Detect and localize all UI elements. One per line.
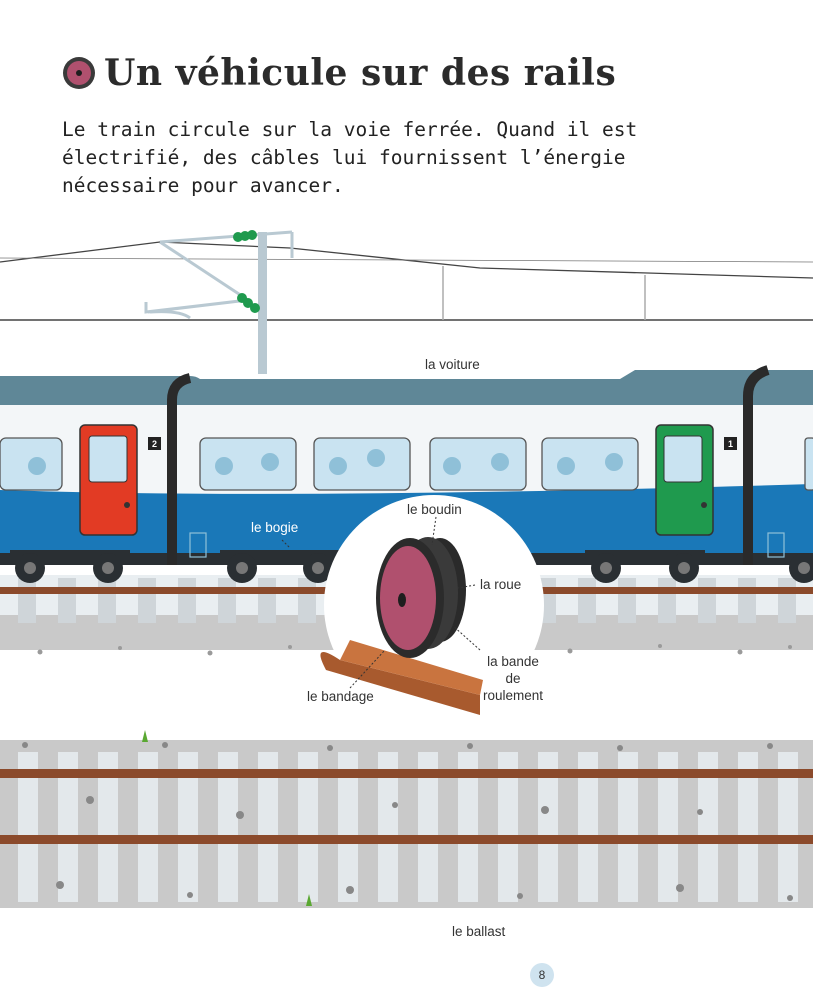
label-line: de	[505, 671, 521, 686]
intro-line: Le train circule sur la voie ferrée. Qua…	[62, 118, 638, 141]
car-number-badge-front: 1	[724, 437, 737, 450]
wheel-zoom	[281, 495, 544, 715]
intro-line: nécessaire pour avancer.	[62, 174, 344, 197]
label-line: roulement	[482, 688, 544, 703]
insulator-top	[233, 230, 257, 242]
label-voiture: la voiture	[425, 357, 480, 372]
label-bande-de-roulement: la bande de roulement	[478, 653, 548, 704]
label-roue: la roue	[480, 577, 522, 592]
title-row: Un véhicule sur des rails	[62, 52, 616, 94]
label-boudin: le boudin	[407, 502, 462, 517]
label-bogie: le bogie	[251, 520, 299, 535]
label-line: la bande	[487, 654, 539, 669]
intro-line: électrifié, des câbles lui fournissent l…	[62, 146, 626, 169]
insulator-bottom	[237, 293, 260, 313]
catenary	[0, 241, 813, 321]
label-bandage: le bandage	[307, 689, 374, 704]
catenary-pole	[144, 230, 294, 374]
lower-track	[0, 730, 813, 908]
label-ballast: le ballast	[452, 924, 506, 939]
car-number-badge-rear: 2	[148, 437, 161, 450]
wheel-icon	[63, 57, 95, 89]
bogies	[10, 550, 813, 583]
page-number: 8	[530, 963, 554, 987]
intro-paragraph: Le train circule sur la voie ferrée. Qua…	[62, 116, 662, 200]
page-title: Un véhicule sur des rails	[104, 52, 617, 94]
